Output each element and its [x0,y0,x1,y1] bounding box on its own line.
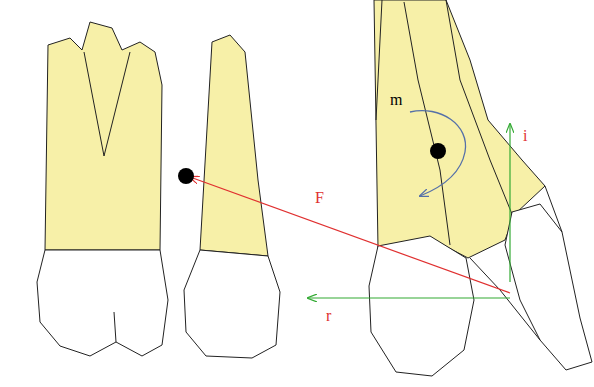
molar-root [45,22,162,250]
premolar-crown [184,250,280,358]
intrusion-label: i [523,128,527,144]
intrusion-arrow [509,124,510,282]
anterior-crown [369,236,474,376]
root-notch [84,52,130,156]
moment-label: m [390,92,402,108]
force-label: F [315,190,324,206]
moment-arrow [410,111,466,196]
retraction-label: r [326,308,331,324]
center-of-resistance [178,168,194,184]
force-arrow [190,177,510,293]
molar-crown [37,250,168,356]
retraction-arrow [308,297,510,298]
incisor-crown [505,204,592,370]
center-of-resistance [430,143,446,159]
premolar-root [200,35,268,256]
